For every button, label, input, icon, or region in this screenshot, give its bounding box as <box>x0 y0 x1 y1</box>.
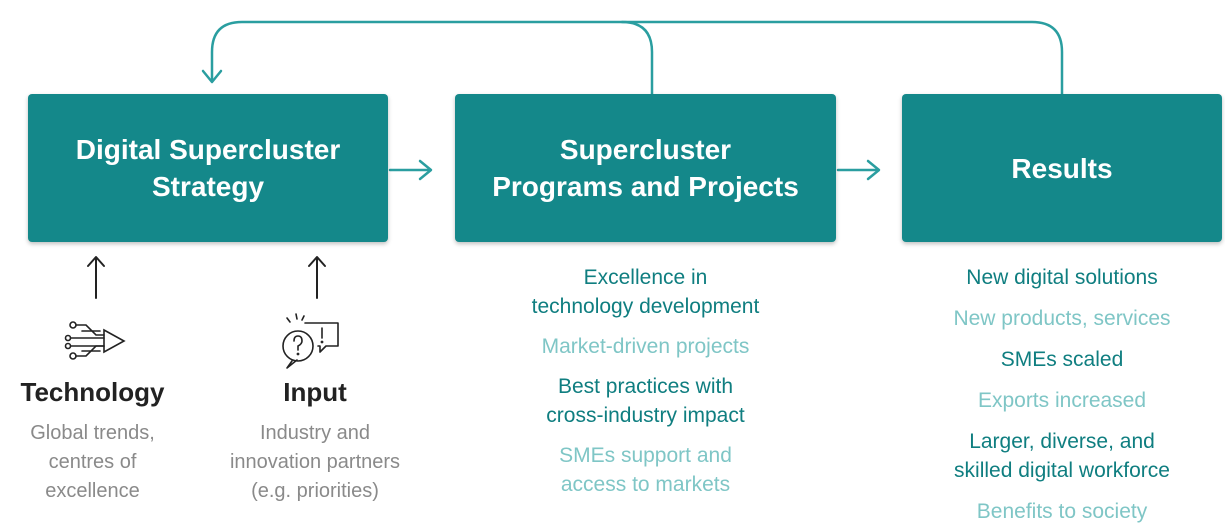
strategy-box: Digital Supercluster Strategy <box>28 94 388 242</box>
results-box: Results <box>902 94 1222 242</box>
programs-item: SMEs support and access to markets <box>559 444 732 496</box>
technology-description: Global trends, centres of excellence <box>30 422 155 502</box>
programs-item: Excellence in technology development <box>531 266 760 318</box>
results-item: New products, services <box>953 307 1171 330</box>
arrowhead-programs-to-results <box>866 159 881 181</box>
input-title: Input <box>283 377 347 407</box>
input-description: Industry and innovation partners (e.g. p… <box>229 422 401 502</box>
results-item: Benefits to society <box>976 500 1148 523</box>
results-item: Larger, diverse, and skilled digital wor… <box>954 430 1170 482</box>
programs-item: Best practices with cross-industry impac… <box>546 375 745 427</box>
strategy-box-label: Digital Supercluster Strategy <box>75 134 341 202</box>
programs-list: Excellence in technology development Mar… <box>455 263 836 499</box>
feedback-loop-connector <box>210 20 1064 96</box>
results-item: Exports increased <box>977 389 1147 412</box>
input-speech-bubbles-icon <box>282 313 339 369</box>
arrowhead-strategy-to-programs <box>418 159 433 181</box>
feedback-branch-programs <box>620 20 654 96</box>
results-item: SMEs scaled <box>1000 348 1124 371</box>
programs-box: Supercluster Programs and Projects <box>455 94 836 242</box>
up-arrow-technology <box>87 256 105 299</box>
feedback-arrowhead <box>201 69 223 84</box>
programs-box-label: Supercluster Programs and Projects <box>492 134 799 202</box>
results-item: New digital solutions <box>966 266 1158 289</box>
programs-item: Market-driven projects <box>541 335 750 358</box>
technology-circuit-icon <box>64 321 126 360</box>
results-list: New digital solutions New products, serv… <box>902 263 1222 526</box>
up-arrow-input <box>308 256 326 299</box>
technology-title: Technology <box>20 377 165 407</box>
results-box-label: Results <box>1011 152 1113 184</box>
